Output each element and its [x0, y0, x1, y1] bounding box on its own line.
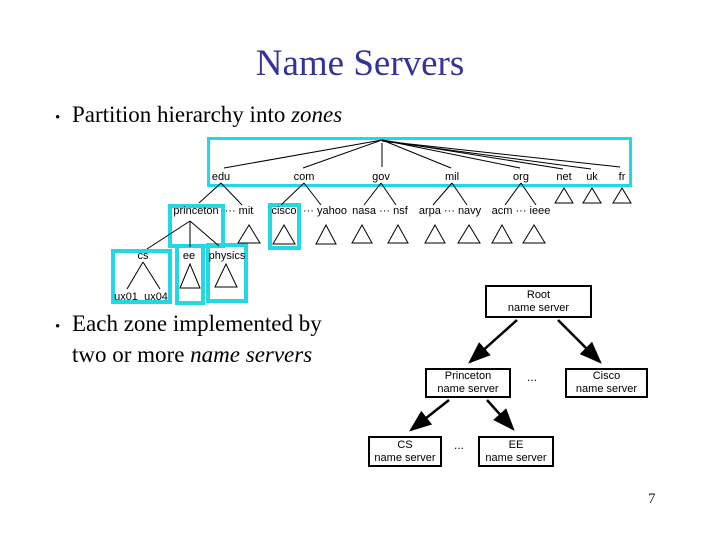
zone-box-cs	[111, 249, 172, 304]
cisco-name-server-line2: name server	[575, 383, 638, 395]
bullet-icon: •	[55, 110, 61, 126]
bullet-partition: • Partition hierarchy into zones	[55, 101, 342, 132]
bullet-zone-line2: two or more	[72, 342, 191, 367]
root-name-server-box: Root name server	[485, 285, 592, 318]
node-physics: physics	[208, 250, 246, 262]
cs-name-server-line2: name server	[374, 451, 436, 464]
node-yahoo: ··· yahoo	[302, 205, 348, 217]
arrow-root-princeton	[468, 319, 518, 364]
node-ux01: ux01	[114, 291, 138, 303]
bullet-icon: •	[55, 319, 61, 335]
node-acm-ieee: acm ··· ieee	[491, 205, 551, 217]
root-name-server-line2: name server	[507, 301, 570, 314]
tld-org: org	[513, 171, 529, 183]
tld-fr: fr	[618, 171, 626, 183]
node-cisco: cisco	[271, 205, 297, 217]
bullet-zone-italic: name servers	[190, 342, 313, 367]
subtree-triangle-net	[554, 187, 574, 204]
arrow-princeton-cs	[409, 399, 450, 432]
princeton-name-server-box: Princeton name server	[425, 368, 511, 398]
subtree-triangle-ieee	[522, 224, 546, 244]
subtree-triangle-acm	[491, 223, 513, 244]
tld-edu: edu	[211, 171, 231, 183]
subtree-triangle-nasa	[351, 223, 373, 244]
subtree-triangle-nsf	[387, 223, 409, 244]
subtree-triangle-navy	[457, 224, 481, 244]
bullet-partition-italic: zones	[291, 102, 343, 127]
cs-name-server-box: CS name server	[368, 436, 442, 467]
subtree-triangle-uk	[582, 187, 602, 204]
arrow-root-cisco	[557, 319, 602, 364]
cisco-name-server-line1: Cisco	[592, 370, 621, 382]
arrow-princeton-ee	[486, 399, 515, 431]
ellipsis-nameserver-level1: ...	[526, 370, 538, 384]
ee-name-server-box: EE name server	[478, 436, 554, 467]
bullet-zone-impl: • Each zone implemented by two or more na…	[55, 310, 322, 368]
tld-com: com	[293, 171, 315, 183]
zone-box-physics	[206, 243, 248, 303]
tld-gov: gov	[372, 171, 390, 183]
bullet-zone-line1: Each zone implemented by	[72, 311, 322, 336]
ee-name-server-line2: name server	[485, 451, 547, 464]
princeton-name-server-line1: Princeton	[444, 370, 492, 382]
princeton-name-server-line2: name server	[437, 383, 499, 395]
tld-uk: uk	[586, 171, 598, 183]
node-arpa-navy: arpa ··· navy	[418, 205, 482, 217]
node-cs: cs	[137, 250, 149, 262]
bullet-partition-text: Partition hierarchy into	[72, 102, 292, 127]
tld-mil: mil	[444, 171, 460, 183]
subtree-triangle-yahoo	[315, 223, 337, 245]
node-ee: ee	[182, 250, 196, 262]
page-title: Name Servers	[255, 43, 465, 84]
tld-net: net	[556, 171, 572, 183]
subtree-triangle-arpa	[424, 223, 446, 244]
node-princeton: princeton	[173, 205, 219, 217]
node-nasa-nsf: nasa ··· nsf	[352, 205, 408, 217]
subtree-triangle-mit	[237, 224, 261, 244]
root-name-server-line1: Root	[526, 288, 551, 301]
ee-name-server-line1: EE	[508, 438, 524, 451]
node-ux04: ux04	[144, 291, 168, 303]
ellipsis-nameserver-level2: ...	[453, 438, 465, 452]
node-mit: ··· mit	[224, 205, 254, 217]
subtree-triangle-fr	[612, 187, 632, 204]
page-number: 7	[648, 491, 656, 507]
zone-box-root	[207, 137, 632, 187]
cs-name-server-line1: CS	[397, 438, 413, 451]
cisco-name-server-box: Cisco name server	[565, 368, 648, 398]
